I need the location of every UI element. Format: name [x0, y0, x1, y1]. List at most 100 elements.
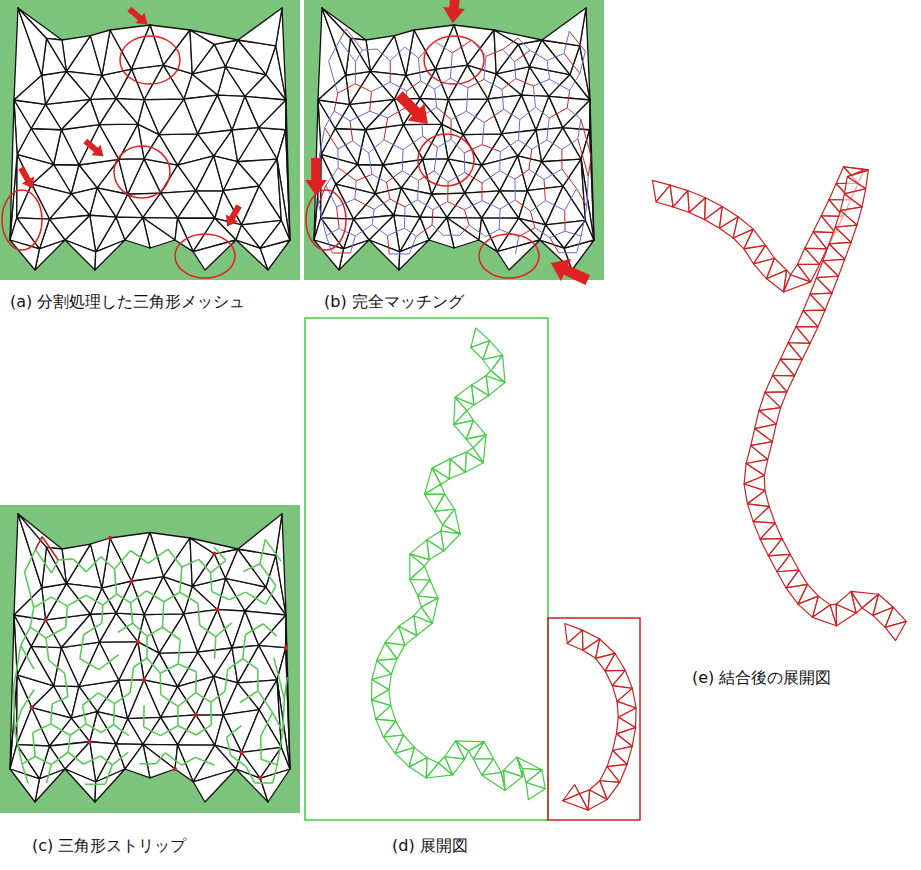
vertex-dot	[108, 536, 112, 540]
dual-edge	[514, 179, 515, 200]
strip-triangle	[425, 484, 445, 494]
dual-edge	[99, 655, 119, 670]
green-ground	[0, 505, 300, 813]
dual-edge	[530, 50, 547, 60]
mesh-triangle	[563, 100, 590, 130]
vertex-dot	[88, 740, 92, 744]
vertex-dot	[258, 776, 262, 780]
dual-edge	[499, 229, 518, 236]
dual-edge	[329, 61, 338, 93]
red-arrow	[391, 87, 437, 133]
mesh-triangle	[178, 715, 215, 745]
dual-edge	[258, 691, 273, 712]
dual-edge	[356, 50, 363, 62]
strip-triangle	[517, 757, 542, 770]
dual-edge	[402, 150, 404, 171]
red-circle	[120, 36, 180, 84]
dual-edge	[326, 229, 339, 236]
mesh-triangle	[259, 100, 286, 130]
dual-edge	[65, 673, 68, 696]
dual-edge	[25, 550, 36, 573]
dual-edge	[13, 686, 16, 729]
dual-edge	[226, 560, 243, 571]
mesh-triangle	[90, 30, 110, 75]
strip-triangle	[760, 523, 782, 539]
figure-caption: (a) 分割処理した三角形メッシュ	[8, 292, 247, 311]
dual-edge	[565, 231, 581, 236]
mesh-triangle	[18, 514, 46, 588]
dual-edge	[127, 736, 129, 753]
dual-edge	[168, 549, 182, 567]
dual-edge	[243, 659, 258, 670]
dual-edge	[34, 660, 49, 669]
strip-triangle	[377, 643, 397, 661]
dual-edge	[15, 729, 22, 764]
mesh-triangle	[546, 186, 586, 225]
dual-edge	[128, 752, 139, 763]
strip-triangle	[600, 767, 620, 783]
triangle-strip	[563, 623, 636, 810]
dual-edge	[67, 595, 86, 606]
dual-edge	[229, 592, 245, 600]
dual-edge	[260, 736, 262, 759]
dual-edge	[334, 93, 338, 111]
mesh-triangle	[65, 769, 96, 802]
dual-edge	[432, 210, 434, 225]
dual-edge	[519, 120, 520, 140]
dual-edge	[30, 627, 46, 638]
mesh-triangle	[365, 99, 403, 129]
strip-triangle	[768, 539, 790, 556]
dual-edge	[564, 31, 569, 53]
vertex-dot	[136, 639, 140, 643]
dual-edge	[486, 49, 503, 56]
strip-triangle	[788, 327, 810, 344]
mesh-triangle	[590, 100, 594, 240]
dual-edge	[165, 753, 182, 765]
strip-guide	[562, 632, 627, 802]
dual-edge	[407, 81, 421, 91]
dual-edge	[519, 140, 532, 149]
dual-edge	[139, 763, 156, 765]
strip-triangle	[449, 459, 465, 479]
dual-edge	[52, 560, 59, 573]
red-arrow	[125, 4, 152, 30]
dual-edge	[216, 623, 232, 637]
dual-edge	[146, 591, 163, 602]
vertex-dot	[173, 767, 177, 771]
dual-edge	[369, 140, 384, 153]
dual-edge	[196, 693, 211, 702]
dual-edge	[180, 625, 199, 640]
dual-edge	[21, 645, 34, 669]
mesh-triangle	[339, 240, 369, 270]
dual-edge	[329, 41, 340, 62]
dual-edge	[581, 119, 591, 156]
dual-edge	[86, 557, 101, 572]
dual-edge	[258, 658, 274, 670]
mesh-triangle	[542, 8, 586, 46]
dual-edge	[261, 712, 273, 736]
dual-edge	[432, 225, 443, 235]
red-circle	[114, 146, 170, 198]
dual-edge	[587, 176, 588, 206]
mesh-triangle	[350, 38, 370, 71]
dual-edge	[533, 79, 549, 86]
dual-edge	[195, 757, 214, 765]
dual-edge	[58, 559, 73, 560]
dual-edge	[277, 732, 283, 765]
dual-edge	[130, 693, 144, 705]
mesh-triangle	[18, 8, 46, 75]
vertex-dot	[284, 646, 288, 650]
vertex-dot	[130, 579, 134, 583]
dual-edge	[161, 695, 178, 707]
dual-edge	[178, 664, 196, 672]
dual-edge	[68, 752, 83, 764]
dual-edge	[46, 638, 49, 660]
dual-edge	[545, 201, 564, 211]
vertex-dot	[240, 750, 244, 754]
dual-edge	[332, 252, 350, 253]
dual-edge	[350, 111, 370, 121]
strip-triangle	[605, 653, 625, 670]
mesh-triangle	[238, 8, 282, 46]
dual-edge	[131, 550, 149, 563]
dual-edge	[460, 225, 469, 235]
